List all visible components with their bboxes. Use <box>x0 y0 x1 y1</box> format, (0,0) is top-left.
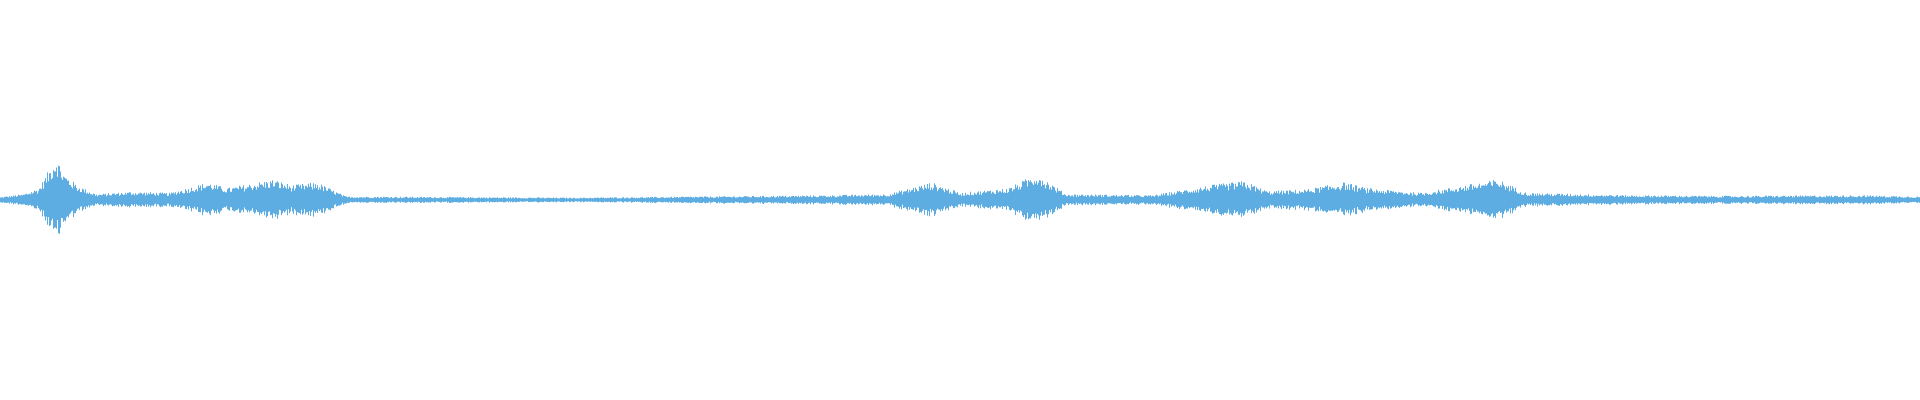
waveform-samples <box>0 165 1920 234</box>
